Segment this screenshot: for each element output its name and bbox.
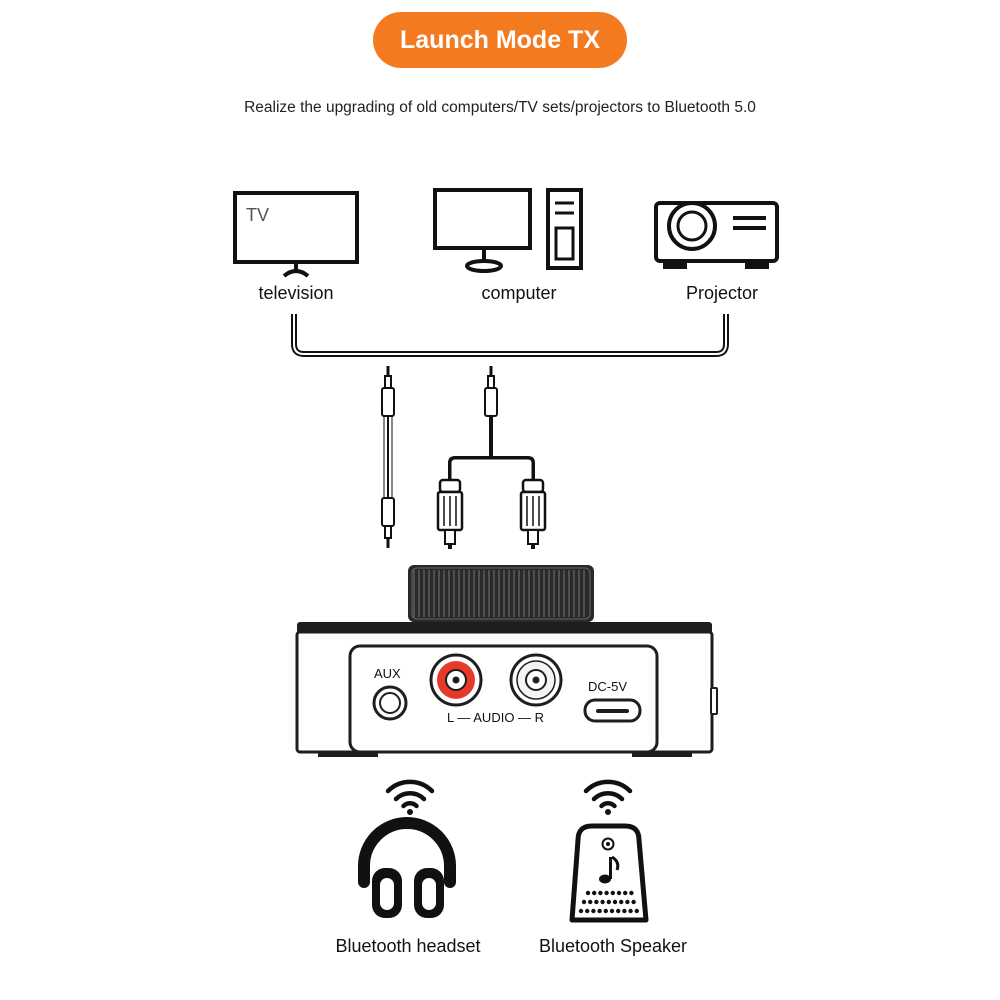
transmitter-device [295, 622, 718, 757]
source-bracket [291, 314, 729, 357]
tv-screen-text: TV [246, 205, 269, 225]
aux-port [372, 685, 408, 721]
tv-icon: TV [233, 191, 359, 278]
wifi-icon [385, 779, 435, 815]
headphones-icon [358, 817, 456, 918]
music-note-icon [599, 855, 620, 884]
speaker-label: Bluetooth Speaker [538, 936, 688, 956]
monitor-icon [433, 188, 532, 273]
television-label: television [258, 283, 334, 303]
volume-knob [408, 565, 594, 622]
speaker-icon [569, 823, 649, 923]
aux-label: AUX [374, 666, 401, 681]
computer-label: computer [481, 283, 557, 303]
pc-tower-icon [546, 188, 583, 270]
rca-plug-icon [436, 366, 547, 549]
mode-badge: Launch Mode TX [373, 12, 627, 68]
dc-label: DC-5V [588, 679, 628, 694]
headset-label: Bluetooth headset [335, 936, 481, 956]
subtitle: Realize the upgrading of old computers/T… [244, 99, 756, 116]
projector-icon [654, 201, 779, 269]
audio-label: L — AUDIO — R [447, 710, 545, 725]
aux-plug-icon [381, 366, 395, 548]
wifi-icon [583, 779, 633, 815]
projector-label: Projector [685, 283, 759, 303]
